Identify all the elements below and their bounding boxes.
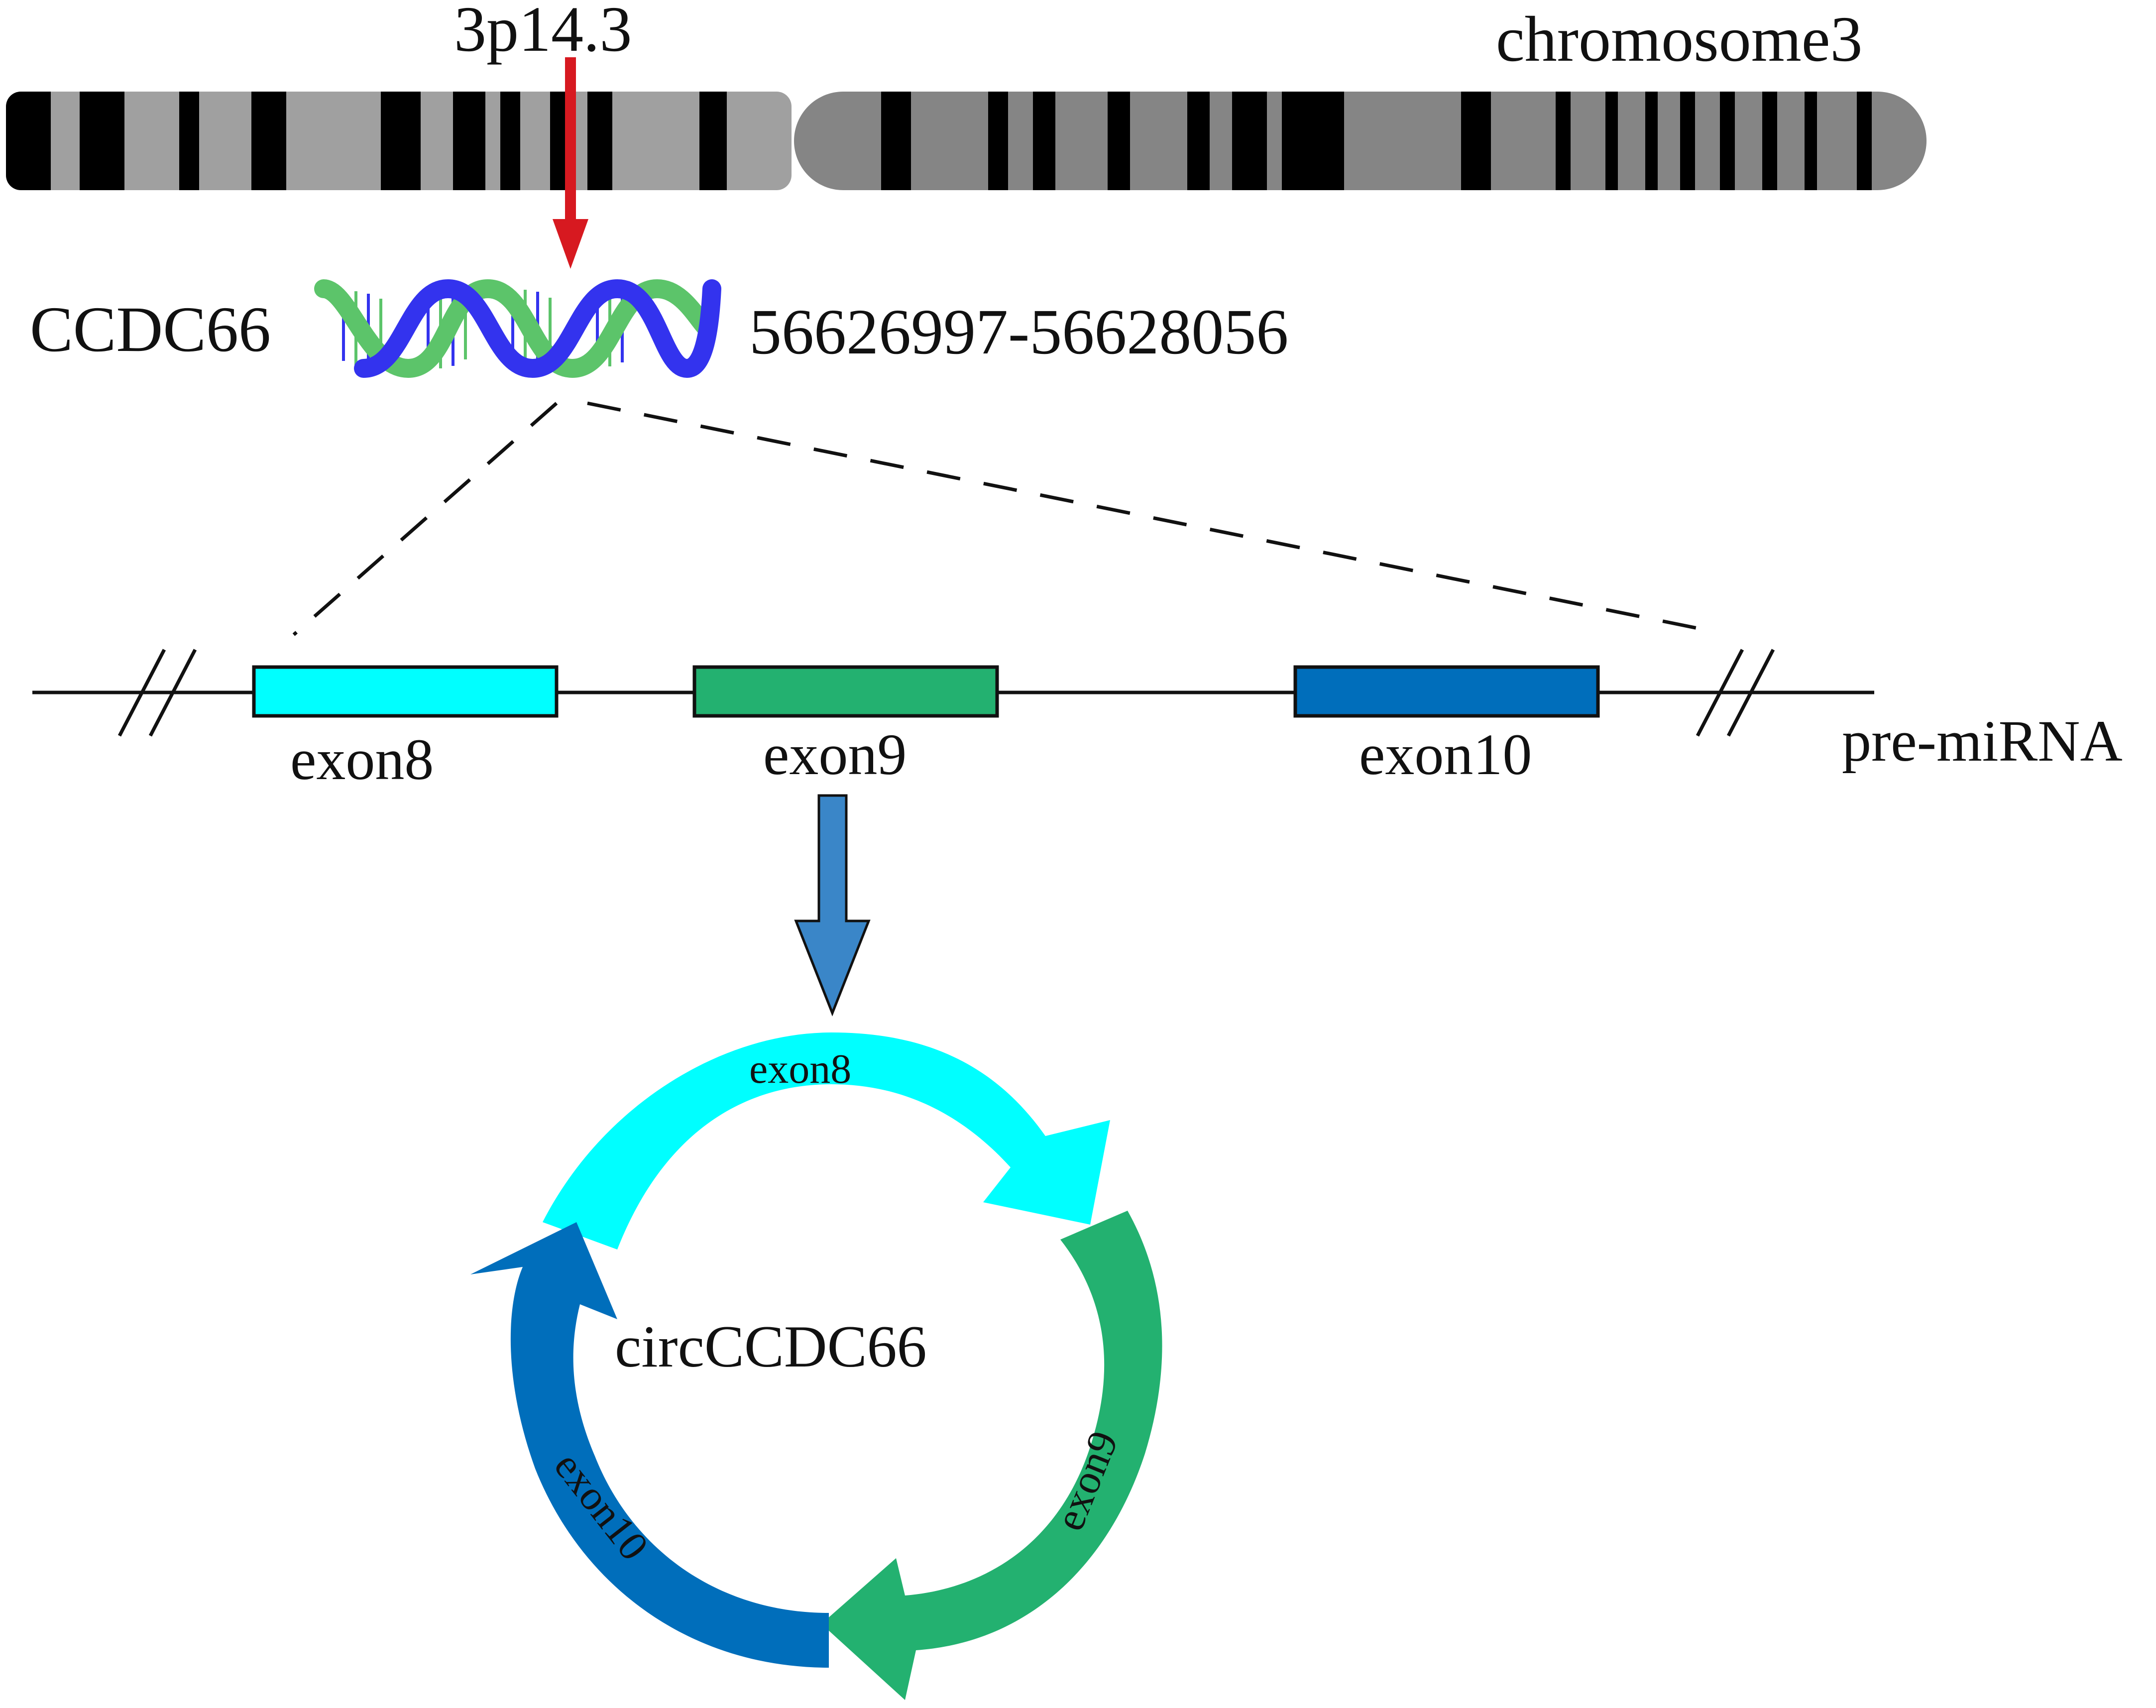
p-band — [587, 92, 612, 190]
ring-label-exon8: exon8 — [749, 1046, 851, 1092]
locus-arrow — [553, 57, 588, 269]
p-band — [381, 92, 421, 190]
circrna-label: circCCDC66 — [615, 1313, 927, 1379]
p-band — [699, 92, 727, 190]
exon10-box — [1293, 665, 1600, 718]
q-band — [1720, 92, 1735, 190]
exon9-box — [692, 665, 999, 718]
ring-segment-exon8 — [543, 1032, 1110, 1250]
p-band — [453, 92, 485, 190]
exon10-label: exon10 — [1359, 722, 1532, 787]
break-mark-left-2 — [148, 649, 197, 737]
p-band — [6, 92, 51, 190]
circrna-ring — [470, 1032, 1162, 1700]
q-band — [1680, 92, 1695, 190]
q-arm-body — [794, 92, 1927, 190]
q-band — [1605, 92, 1618, 190]
q-band — [1762, 92, 1777, 190]
chromosome-label: chromosome3 — [1496, 3, 1863, 75]
q-band — [1232, 92, 1267, 190]
q-band — [988, 92, 1008, 190]
zoom-lines — [292, 401, 1713, 636]
p-band — [179, 92, 199, 190]
chromosome-q-arm — [794, 92, 1927, 190]
q-band — [1187, 92, 1210, 190]
locus-arrow-shaft — [565, 57, 576, 222]
process-arrow — [794, 794, 871, 1017]
q-band — [1033, 92, 1055, 190]
q-band — [1461, 92, 1491, 190]
chromosome-p-arm — [6, 92, 792, 190]
break-mark-right-1 — [1696, 649, 1744, 737]
q-band — [881, 92, 911, 190]
q-band — [1857, 92, 1872, 190]
chromosome-ideogram — [6, 92, 1927, 190]
break-mark-left-1 — [117, 649, 166, 737]
locus-label: 3p14.3 — [454, 0, 632, 65]
ring-segment-exon9 — [821, 1211, 1162, 1700]
locus-arrow-head — [553, 219, 588, 269]
gene-label: CCDC66 — [30, 294, 271, 365]
coordinates-label: 56626997-56628056 — [749, 296, 1288, 368]
p-band — [251, 92, 286, 190]
q-band — [1282, 92, 1344, 190]
exon8-label: exon8 — [290, 727, 434, 792]
p-band — [80, 92, 124, 190]
dna-helix-icon — [314, 279, 721, 378]
q-band — [1805, 92, 1817, 190]
transcript-label: pre-miRNA — [1842, 708, 2123, 774]
zoom-line-left — [292, 402, 558, 636]
dna-strand-blue — [354, 279, 721, 378]
p-band — [500, 92, 520, 190]
q-band — [1108, 92, 1130, 190]
exon9-label: exon9 — [763, 722, 907, 787]
q-band — [1645, 92, 1658, 190]
exon8-box — [252, 665, 559, 718]
break-mark-right-2 — [1726, 649, 1775, 737]
ring-segment-exon10 — [470, 1222, 829, 1668]
q-band — [1556, 92, 1571, 190]
zoom-line-right — [587, 401, 1713, 633]
